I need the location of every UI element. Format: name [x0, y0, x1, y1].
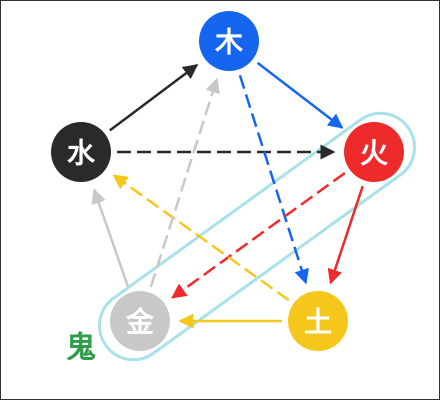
edge-layer [91, 61, 364, 329]
node-earth: 土 [288, 291, 348, 351]
node-metal-label: 金 [125, 306, 155, 339]
edge-metal-to-water [91, 188, 130, 288]
node-fire: 火 [344, 122, 404, 182]
node-wood-circle [199, 11, 259, 71]
node-fire-label: 火 [360, 137, 388, 170]
edge-earth-to-water [112, 174, 290, 302]
node-earth-circle [288, 291, 348, 351]
node-metal: 金 [110, 291, 170, 351]
edge-fire-to-metal [171, 172, 346, 299]
edge-metal-to-wood [149, 77, 220, 288]
edge-wood-to-earth [238, 74, 309, 285]
ghost-label: 鬼 [66, 331, 96, 366]
highlight-layer [98, 111, 416, 362]
node-fire-circle [344, 122, 404, 182]
edge-fire-to-earth [327, 185, 364, 285]
node-earth-label: 土 [304, 306, 332, 339]
node-wood: 木 [199, 11, 259, 71]
highlight-outline [98, 111, 416, 362]
node-water: 水 [51, 122, 111, 182]
node-wood-label: 木 [214, 26, 243, 59]
edge-wood-to-fire [256, 61, 344, 129]
node-layer: 木火土 金 水 [51, 11, 404, 351]
node-water-label: 水 [67, 137, 96, 170]
node-water-circle [51, 122, 111, 182]
edge-water-to-wood [109, 63, 199, 132]
node-metal-circle [110, 291, 170, 351]
